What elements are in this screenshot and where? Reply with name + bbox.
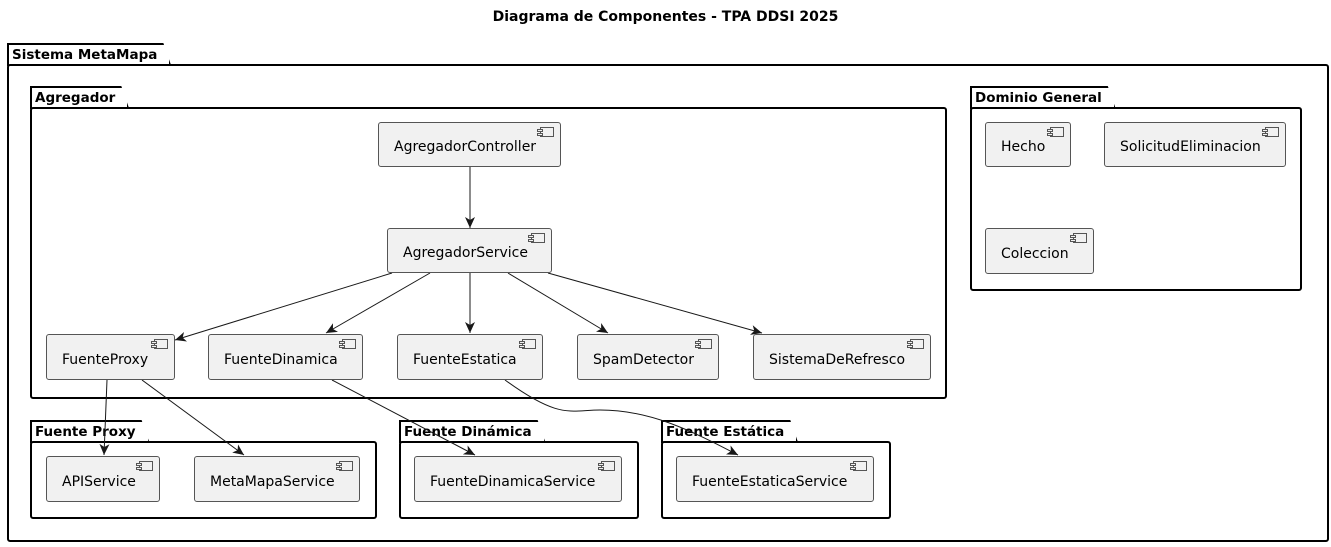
component-coleccion[interactable]: Coleccion [985,228,1094,274]
component-icon [1070,233,1087,243]
component-icon [151,339,168,349]
component-icon [339,339,356,349]
component-hecho[interactable]: Hecho [985,122,1071,167]
component-fuente-estatica-service[interactable]: FuenteEstaticaService [676,456,874,502]
component-icon [537,127,554,137]
component-api-service[interactable]: APIService [46,456,160,502]
component-icon [336,461,353,471]
component-spam-detector[interactable]: SpamDetector [577,334,719,380]
edge-service-proxy [174,272,393,342]
component-fuente-dinamica[interactable]: FuenteDinamica [208,334,363,380]
edge-service-dinamica [325,272,431,334]
component-agregador-service[interactable]: AgregadorService [387,228,552,273]
component-solicitud-eliminacion[interactable]: SolicitudEliminacion [1104,122,1286,167]
edge-service-spam [507,272,609,334]
edge-proxy-metamapa [141,379,245,456]
package-tab-proxy: Fuente Proxy [30,420,150,443]
component-icon [598,461,615,471]
component-fuente-proxy[interactable]: FuenteProxy [46,334,175,380]
component-icon [850,461,867,471]
diagram-title: Diagrama de Componentes - TPA DDSI 2025 [492,9,839,25]
edge-estatica-service [504,379,739,456]
edge-dinamica-service [331,379,476,456]
component-metamapa-service[interactable]: MetaMapaService [194,456,360,502]
component-agregador-controller[interactable]: AgregadorController [378,122,561,167]
package-tab-system: Sistema MetaMapa [7,43,171,66]
component-icon [907,339,924,349]
package-tab-estatica: Fuente Estática [661,420,798,443]
component-icon [695,339,712,349]
package-tab-dominio: Dominio General [970,86,1116,109]
component-icon [1047,127,1064,137]
edge-proxy-api [99,379,110,456]
component-icon [1262,127,1279,137]
component-fuente-dinamica-service[interactable]: FuenteDinamicaService [414,456,622,502]
component-icon [528,233,545,243]
component-icon [136,461,153,471]
component-fuente-estatica[interactable]: FuenteEstatica [397,334,543,380]
component-sistema-refresco[interactable]: SistemaDeRefresco [753,334,931,380]
package-tab-dinamica: Fuente Dinámica [399,420,546,443]
component-icon [519,339,536,349]
edge-service-refresco [547,272,763,335]
